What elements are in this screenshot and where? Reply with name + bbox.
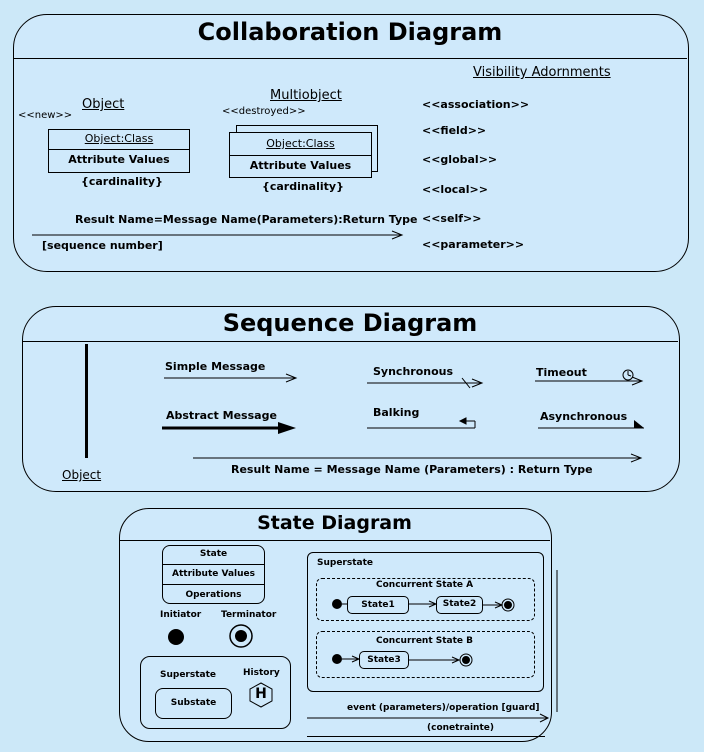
state2-label: State2 bbox=[442, 599, 477, 609]
object-class-divider bbox=[49, 149, 189, 150]
visibility-self: <<self>> bbox=[422, 212, 482, 225]
state-box-divider-1 bbox=[163, 564, 264, 565]
synchronous-arrow bbox=[367, 377, 484, 389]
state2-box: State2 bbox=[436, 596, 483, 614]
state3-label: State3 bbox=[367, 655, 401, 665]
concurrent-a-transitions bbox=[332, 598, 515, 612]
sequence-panel bbox=[22, 306, 680, 492]
balking-label: Balking bbox=[373, 406, 420, 419]
concurrent-b-transitions bbox=[332, 653, 473, 667]
multiobject-cardinality: {cardinality} bbox=[262, 180, 344, 193]
substate-label: Substate bbox=[170, 698, 217, 708]
state-box-divider-2 bbox=[163, 584, 264, 585]
state-box-operations: Operations bbox=[185, 590, 242, 600]
visibility-parameter: <<parameter>> bbox=[422, 238, 525, 251]
constraint-label: (conetrainte) bbox=[427, 723, 494, 733]
asynchronous-label: Asynchronous bbox=[540, 410, 628, 423]
state-panel bbox=[119, 508, 552, 742]
multiobject-attribute-values: Attribute Values bbox=[249, 159, 352, 172]
object-class-box: Object:Class Attribute Values bbox=[48, 129, 190, 173]
timeout-label: Timeout bbox=[536, 366, 587, 379]
synchronous-label: Synchronous bbox=[373, 365, 454, 378]
visibility-local: <<local>> bbox=[422, 183, 488, 196]
terminator-label: Terminator bbox=[221, 610, 277, 620]
history-symbol-letter: H bbox=[255, 686, 267, 702]
sequence-title: Sequence Diagram bbox=[222, 309, 478, 337]
history-label: History bbox=[243, 668, 280, 678]
concurrent-a-label: Concurrent State A bbox=[376, 580, 474, 590]
abstract-message-label: Abstract Message bbox=[166, 409, 277, 422]
visibility-association: <<association>> bbox=[422, 98, 530, 111]
multiobject-box: Object:Class Attribute Values bbox=[229, 132, 372, 178]
simple-message-arrow bbox=[164, 373, 298, 383]
new-stereotype: <<new>> bbox=[18, 110, 73, 121]
object-attribute-values: Attribute Values bbox=[68, 153, 170, 166]
state-box-name: State bbox=[199, 549, 228, 559]
initiator-label: Initiator bbox=[160, 610, 202, 620]
constraint-divider bbox=[307, 736, 545, 737]
message-signature: Result Name=Message Name(Parameters):Ret… bbox=[75, 213, 418, 226]
sequence-divider bbox=[23, 341, 678, 342]
terminator-symbol bbox=[229, 624, 253, 648]
collaboration-message-arrow bbox=[32, 230, 404, 240]
sequence-object-label: Object bbox=[62, 468, 102, 482]
balking-arrow bbox=[367, 417, 476, 429]
timeout-arrow bbox=[535, 369, 644, 386]
superstate-big-box bbox=[307, 552, 544, 692]
asynchronous-arrow bbox=[538, 420, 644, 429]
superstate-small-label: Superstate bbox=[160, 670, 217, 680]
object-cardinality: {cardinality} bbox=[81, 175, 163, 188]
concurrent-a-box bbox=[316, 578, 535, 621]
result-signature: Result Name = Message Name (Parameters) … bbox=[231, 463, 593, 476]
state1-box: State1 bbox=[347, 596, 409, 614]
result-signature-arrow bbox=[193, 453, 643, 463]
simple-message-label: Simple Message bbox=[165, 360, 266, 373]
state1-label: State1 bbox=[361, 600, 395, 610]
state3-box: State3 bbox=[359, 651, 409, 669]
concurrent-b-label: Concurrent State B bbox=[376, 636, 474, 646]
multiobject-class-divider bbox=[230, 155, 371, 156]
multiobject-label: Multiobject bbox=[270, 88, 342, 103]
collaboration-divider bbox=[14, 58, 687, 59]
state-box: State Attribute Values Operations bbox=[162, 545, 265, 604]
object-label: Object bbox=[82, 97, 125, 112]
object-lifeline bbox=[85, 344, 88, 458]
initiator-symbol bbox=[168, 629, 184, 645]
destroyed-stereotype: <<destroyed>> bbox=[222, 106, 306, 117]
object-class-name: Object:Class bbox=[84, 132, 154, 145]
sequence-number: [sequence number] bbox=[42, 239, 163, 252]
state-box-attributes: Attribute Values bbox=[172, 569, 255, 579]
state-divider bbox=[120, 540, 550, 541]
abstract-message-arrow bbox=[162, 422, 296, 434]
substate-box: Substate bbox=[155, 688, 232, 719]
state-title: State Diagram bbox=[257, 512, 412, 534]
visibility-global: <<global>> bbox=[422, 153, 498, 166]
multiobject-class-name: Object:Class bbox=[266, 137, 335, 150]
event-label: event (parameters)/operation [guard] bbox=[347, 703, 540, 713]
visibility-field: <<field>> bbox=[422, 124, 487, 137]
collaboration-title: Collaboration Diagram bbox=[197, 18, 503, 46]
history-symbol bbox=[249, 682, 273, 708]
visibility-title: Visibility Adornments bbox=[473, 65, 611, 80]
superstate-small-box bbox=[140, 656, 291, 729]
superstate-big-label: Superstate bbox=[317, 558, 374, 568]
state-event-arrow bbox=[307, 713, 550, 723]
concurrent-b-box bbox=[316, 631, 535, 678]
